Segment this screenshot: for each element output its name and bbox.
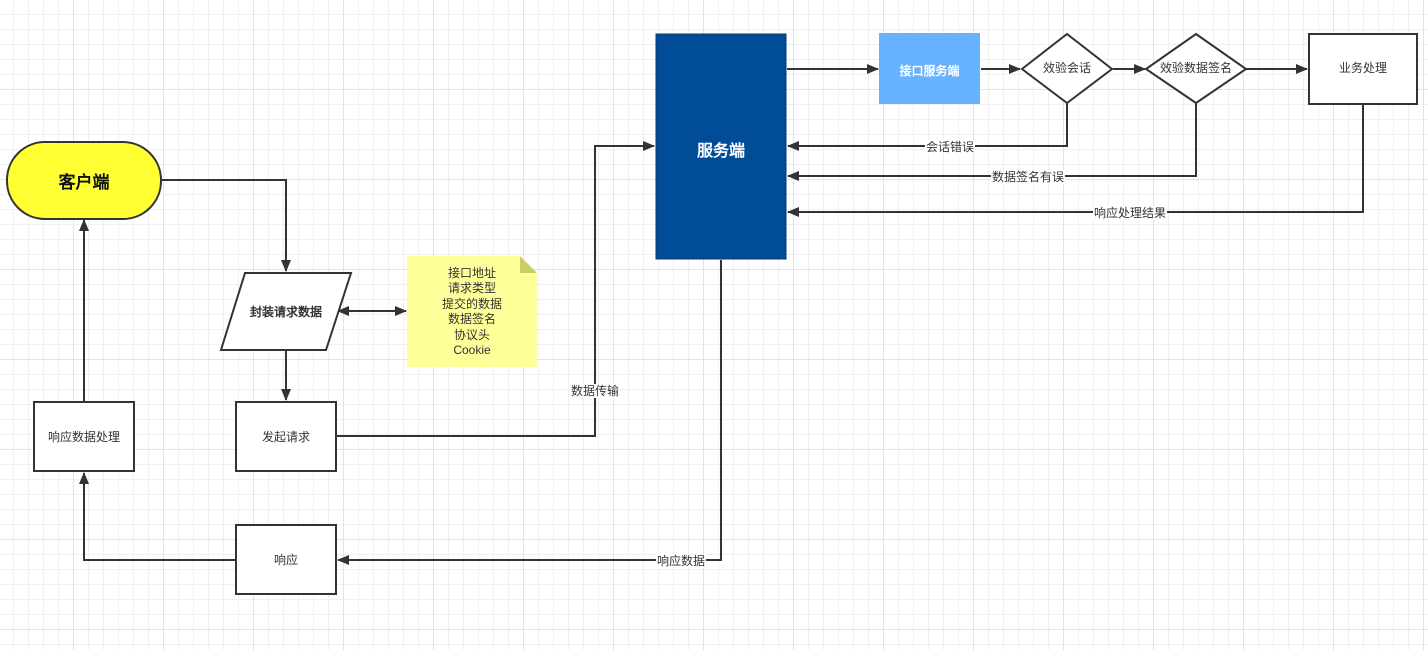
edge-label-response-result: 响应处理结果 — [1092, 206, 1168, 220]
response-processing-node[interactable]: 响应数据处理 — [33, 401, 135, 472]
server-node[interactable]: 服务端 — [656, 34, 786, 259]
edge-response-to-processing[interactable] — [79, 472, 236, 561]
verify-session-shape[interactable] — [1020, 32, 1114, 105]
edge-label-signature-error: 数据签名有误 — [990, 170, 1066, 184]
client-label: 客户端 — [58, 173, 110, 192]
note-line: 接口地址 — [447, 265, 496, 280]
client-node-shape[interactable] — [6, 141, 162, 220]
verify-signature-shape[interactable] — [1144, 32, 1248, 105]
edge-server-to-response[interactable] — [337, 260, 722, 565]
edge-client-to-package[interactable] — [161, 179, 291, 272]
note-shape[interactable] — [407, 256, 537, 367]
note-line: 协议头 — [453, 327, 490, 342]
business-processing-node[interactable]: 业务处理 — [1308, 33, 1418, 105]
edge-label-response-data: 响应数据 — [655, 554, 707, 568]
note-line: 数据签名 — [447, 312, 496, 326]
server-label: 服务端 — [696, 143, 745, 160]
edge-label-session-error: 会话错误 — [924, 140, 976, 154]
verify-session-label: 效验会话 — [1042, 60, 1091, 75]
response-processing-label: 响应数据处理 — [47, 430, 120, 444]
note-line: 请求类型 — [447, 281, 496, 295]
edge-business-result[interactable] — [787, 104, 1364, 217]
package-request-node[interactable]: 封装请求数据 — [225, 273, 347, 350]
note-fold-icon — [520, 256, 537, 273]
api-server-node-shape[interactable] — [879, 33, 980, 104]
api-server-label: 接口服务端 — [899, 64, 960, 78]
response-label: 响应 — [273, 553, 298, 567]
note-node[interactable]: 接口地址 请求类型 提交的数据 数据签名 协议头 Cookie — [407, 260, 537, 364]
api-server-node[interactable]: 接口服务端 — [879, 33, 980, 104]
send-request-node[interactable]: 发起请求 — [235, 401, 337, 472]
client-node[interactable]: 客户端 — [7, 142, 161, 219]
note-content: 接口地址 请求类型 提交的数据 数据签名 协议头 Cookie — [442, 266, 502, 359]
verify-signature-node[interactable]: 效验数据签名 — [1146, 34, 1246, 103]
business-processing-label: 业务处理 — [1338, 61, 1387, 75]
edge-send-to-server[interactable] — [336, 141, 655, 437]
note-line: Cookie — [453, 343, 491, 357]
edge-label-data-transfer: 数据传输 — [569, 384, 621, 398]
edge-session-error[interactable] — [787, 103, 1068, 151]
send-request-label: 发起请求 — [261, 430, 310, 444]
verify-signature-label: 效验数据签名 — [1159, 60, 1232, 75]
verify-session-node[interactable]: 效验会话 — [1022, 34, 1112, 103]
edge-signature-error[interactable] — [787, 103, 1197, 181]
response-node[interactable]: 响应 — [235, 524, 337, 595]
package-request-label: 封装请求数据 — [249, 305, 322, 319]
server-node-shape[interactable] — [655, 33, 787, 260]
note-line: 提交的数据 — [441, 296, 502, 311]
package-request-shape[interactable] — [219, 272, 353, 351]
